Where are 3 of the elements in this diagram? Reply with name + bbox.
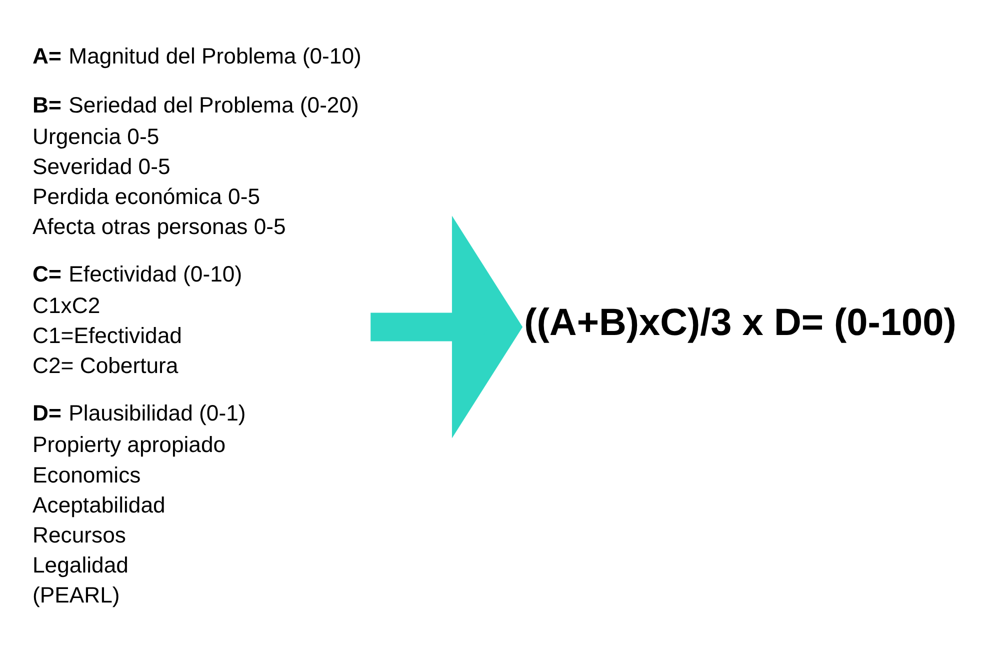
node-text: ((A+B)xC)/3 x D= (0-100): [524, 302, 956, 344]
node-text: A= Magnitud del Problema (0-10) B= Seriedad del Problema (0-20) Urgencia 0-5 Severidad 0-5 Perdida económica 0-5 Afecta otras personas 0-5 C= Efectividad (0-10) C1xC2 C1=Efectividad C2= Cobertura D= Plausibilidad (0-1) Propierty apropiado Economics Aceptabilidad Recursos Legalidad (PEARL): [32, 43, 362, 608]
arrow: [370, 216, 523, 438]
